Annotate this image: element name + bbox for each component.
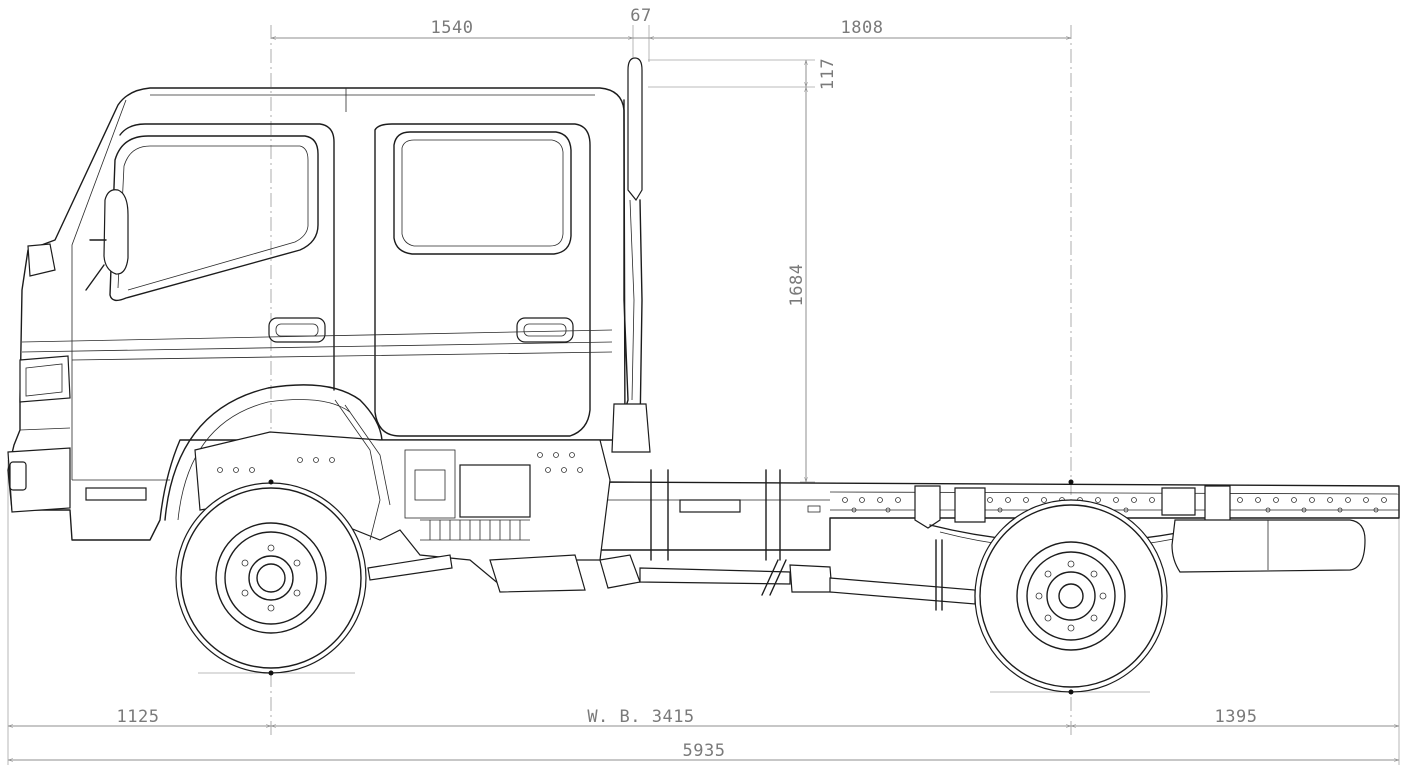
dimension-labels: 1540 67 1808 117 1684 1125 W. B. 3415 13… xyxy=(117,6,1258,761)
dim-stack-top: 117 xyxy=(818,58,838,90)
bottom-dimension-lines xyxy=(7,724,1400,762)
drive-shafts xyxy=(367,539,976,611)
dim-overall-length: 5935 xyxy=(683,741,726,761)
dim-stack-gap: 67 xyxy=(630,6,651,26)
powertrain xyxy=(194,399,611,593)
dim-stack-to-axle: 1808 xyxy=(841,18,884,38)
dim-rear-overhang: 1395 xyxy=(1215,707,1258,727)
chassis-frame xyxy=(599,469,1400,573)
dim-frame-height: 1684 xyxy=(787,264,807,307)
dim-front-overhang: 1125 xyxy=(117,707,160,727)
top-dimension-lines xyxy=(270,36,1072,483)
dim-wheelbase: W. B. 3415 xyxy=(587,707,694,727)
dim-cab-to-stack: 1540 xyxy=(431,18,474,38)
exhaust-stack xyxy=(611,57,651,453)
cab xyxy=(7,87,626,541)
rear-wheel xyxy=(974,479,1168,695)
front-wheel xyxy=(175,479,367,676)
extension-lines xyxy=(7,25,1400,765)
